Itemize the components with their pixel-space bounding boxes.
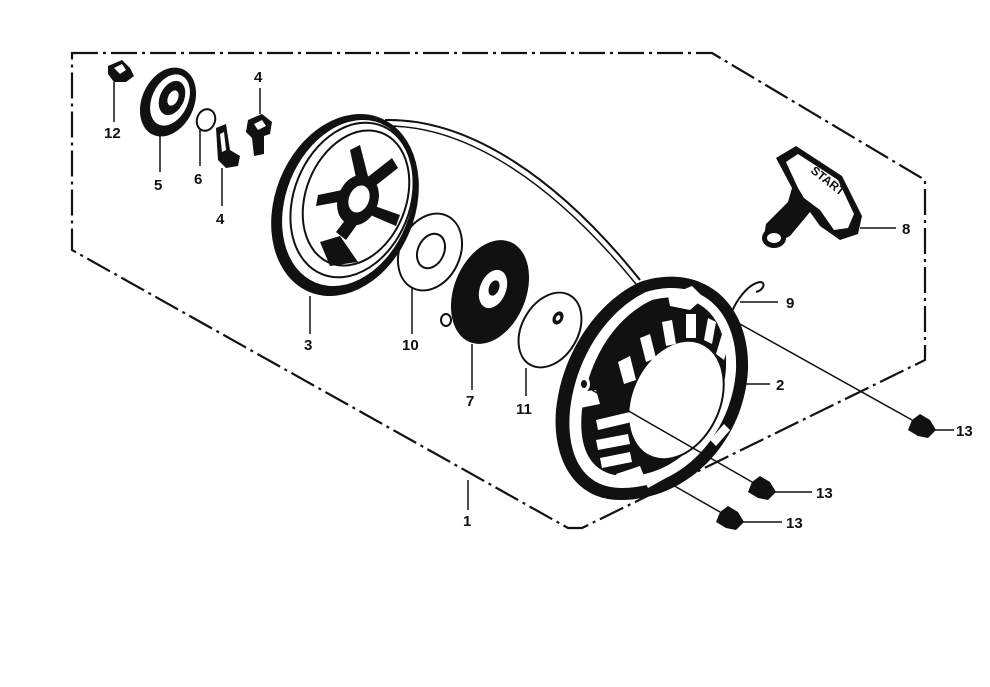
label-part-5: 5	[154, 177, 162, 194]
starter-rope	[384, 118, 641, 281]
friction-plate-part[interactable]	[129, 58, 207, 145]
label-part-7: 7	[466, 393, 474, 410]
label-part-11: 11	[516, 401, 532, 418]
label-part-10: 10	[402, 337, 419, 354]
label-part-3: 3	[304, 337, 312, 354]
label-part-13-middle: 13	[816, 485, 833, 502]
reel-pulley-part[interactable]	[245, 92, 445, 319]
small-spring-part[interactable]	[194, 107, 218, 134]
assembly-boundary-dashed	[70, 51, 927, 530]
rope-end-part[interactable]	[729, 280, 765, 317]
washer-part-small[interactable]	[506, 281, 594, 378]
mounting-bolt-part-right[interactable]	[908, 414, 936, 438]
label-part-6: 6	[194, 171, 202, 188]
label-part-8: 8	[902, 221, 910, 238]
label-part-4-lower: 4	[216, 211, 225, 228]
pawl-part-upper[interactable]	[246, 114, 272, 156]
label-part-9: 9	[786, 295, 794, 312]
center-screw-part[interactable]	[108, 60, 134, 82]
label-part-13-lower: 13	[786, 515, 803, 532]
label-part-4-upper: 4	[254, 69, 263, 86]
washer-part-large[interactable]	[386, 203, 474, 301]
label-part-12: 12	[104, 125, 121, 142]
label-part-13-right: 13	[956, 423, 973, 440]
starter-case-part[interactable]	[555, 276, 749, 500]
pawl-part-lower[interactable]	[216, 124, 240, 168]
mounting-bolt-part-lower[interactable]	[716, 506, 744, 530]
recoil-spring-part[interactable]	[436, 228, 543, 355]
starter-handle-part[interactable]: START	[762, 146, 862, 248]
mounting-bolt-part-middle[interactable]	[748, 476, 776, 500]
label-part-2: 2	[776, 377, 784, 394]
label-part-1: 1	[463, 513, 471, 530]
